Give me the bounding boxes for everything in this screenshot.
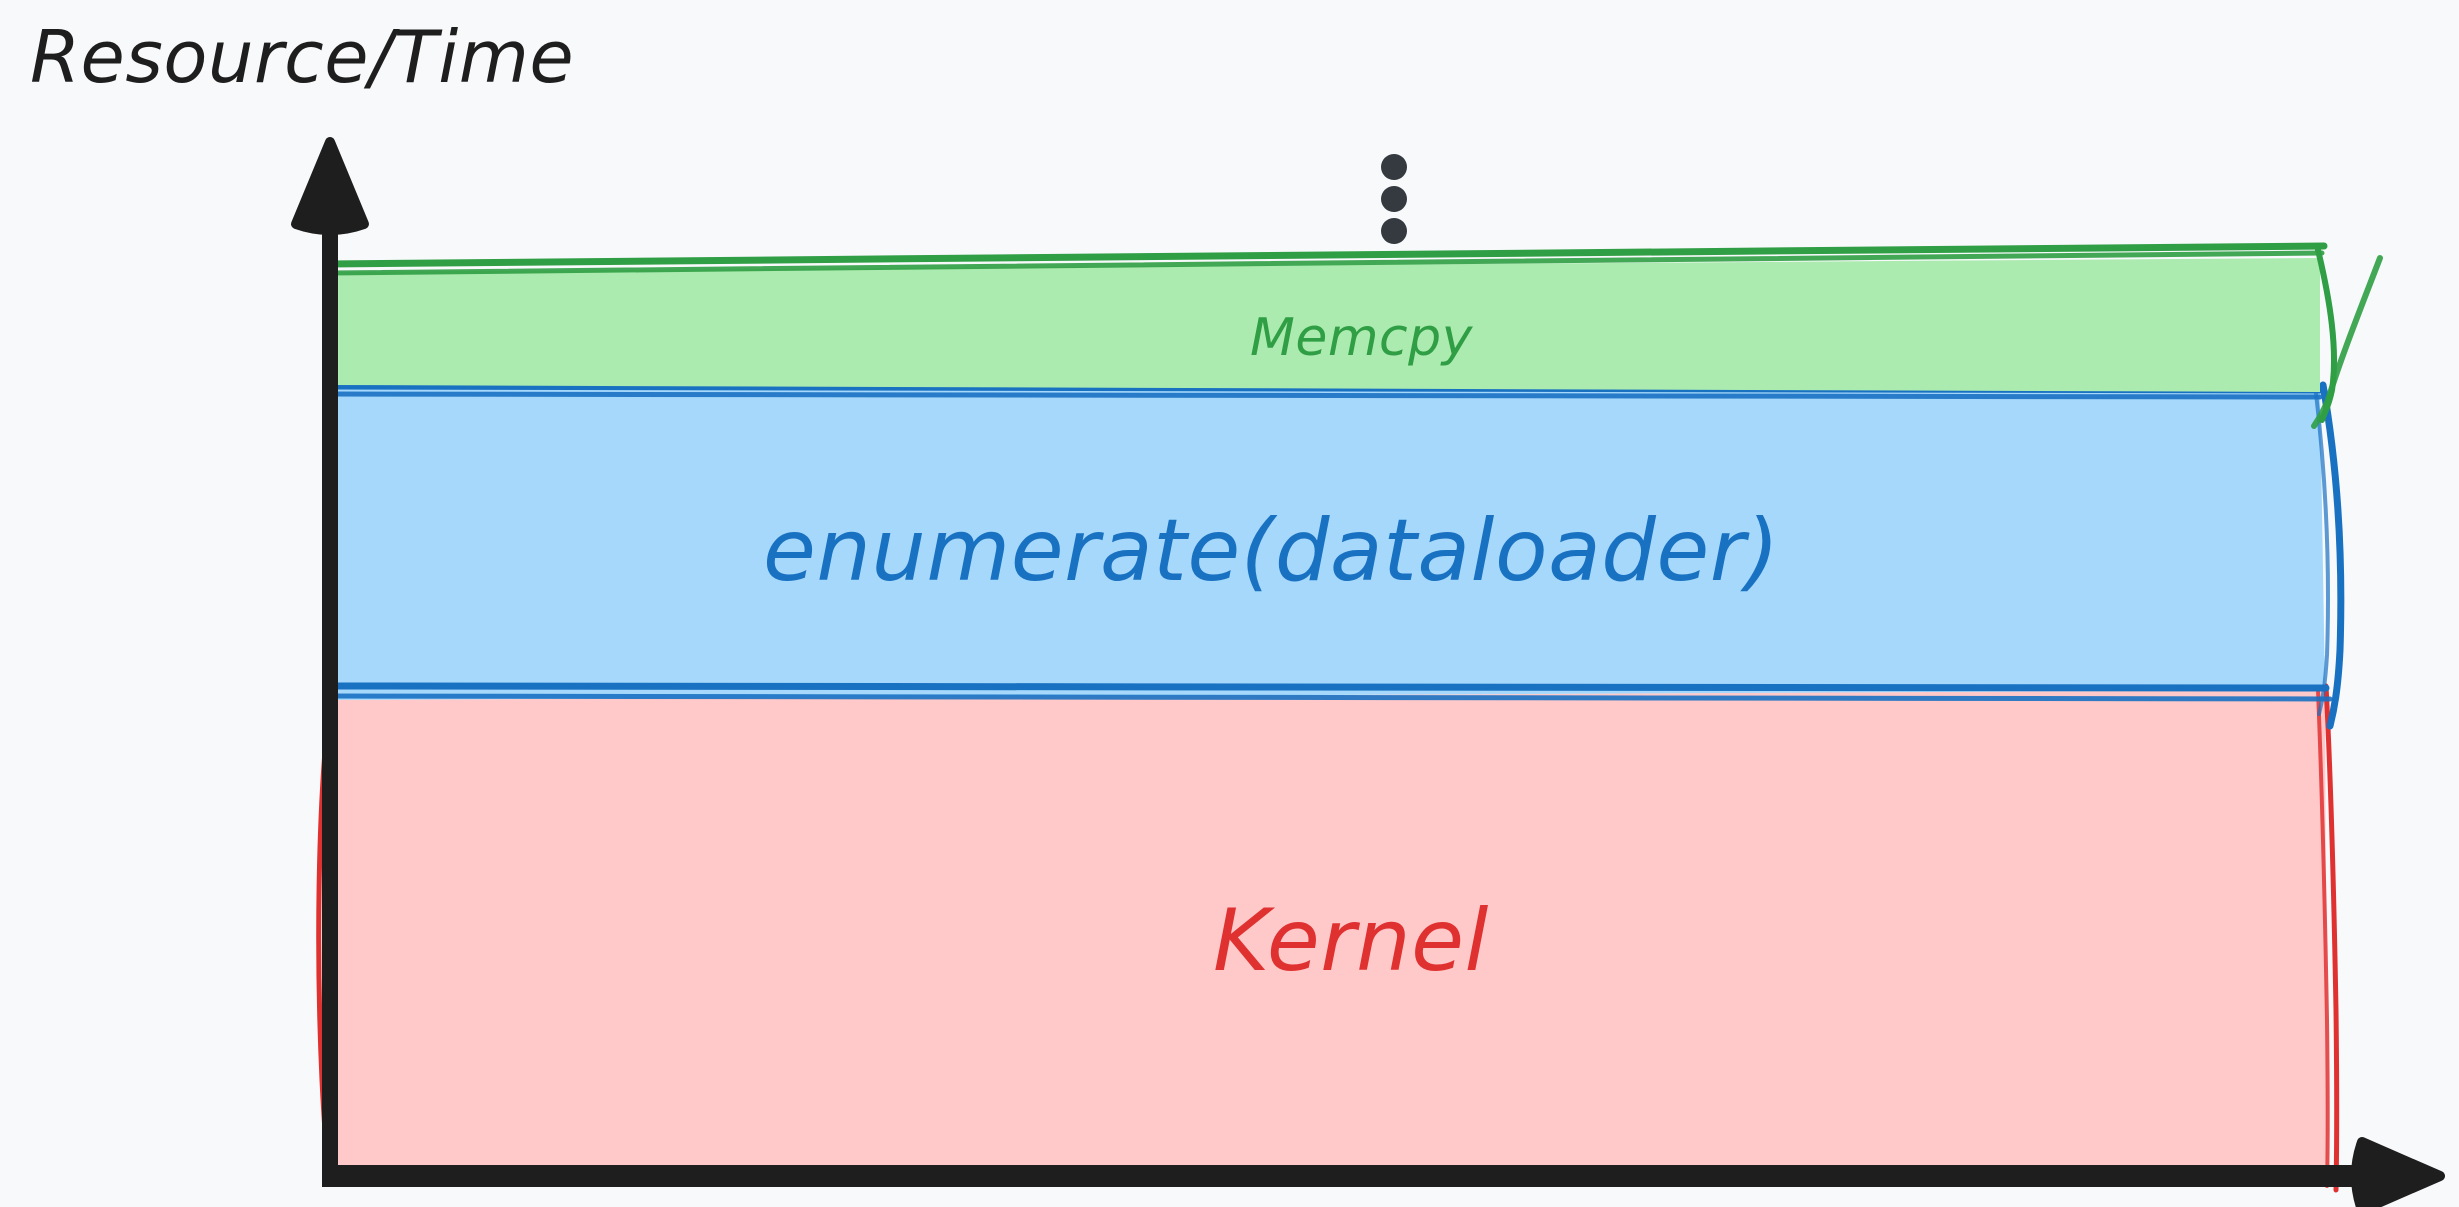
ellipsis-dot-top bbox=[1381, 154, 1407, 180]
x-axis bbox=[322, 1137, 2445, 1207]
x-axis-arrowhead bbox=[2351, 1137, 2445, 1207]
band-label-memcpy: Memcpy bbox=[1250, 308, 1474, 368]
memcpy-fill-area bbox=[330, 258, 2320, 392]
enumerate-bottom-stroke-2 bbox=[330, 693, 2333, 702]
enumerate-fill-area bbox=[330, 385, 2325, 700]
vertical-ellipsis-icon bbox=[1381, 154, 1407, 244]
enumerate-right-stroke bbox=[2319, 381, 2345, 730]
band-label-enumerate: enumerate(dataloader) bbox=[763, 501, 1780, 601]
y-axis-title: Resource/Time bbox=[30, 15, 574, 99]
memcpy-top-stroke-2 bbox=[327, 250, 2325, 276]
enumerate-right-stroke-2 bbox=[2314, 391, 2330, 716]
memcpy-right-stroke-2 bbox=[2311, 255, 2383, 429]
y-axis-arrowhead bbox=[291, 137, 369, 235]
band-label-kernel: Kernel bbox=[1213, 891, 1489, 991]
y-axis bbox=[291, 137, 369, 1176]
ellipsis-dot-bottom bbox=[1381, 218, 1407, 244]
kernel-right-stroke-2 bbox=[2316, 688, 2330, 1188]
ellipsis-dot-middle bbox=[1381, 186, 1407, 212]
memcpy-top-stroke bbox=[323, 242, 2328, 268]
kernel-fill-area bbox=[330, 690, 2327, 1172]
kernel-right-stroke bbox=[2323, 683, 2340, 1193]
enumerate-bottom-stroke bbox=[326, 682, 2330, 692]
